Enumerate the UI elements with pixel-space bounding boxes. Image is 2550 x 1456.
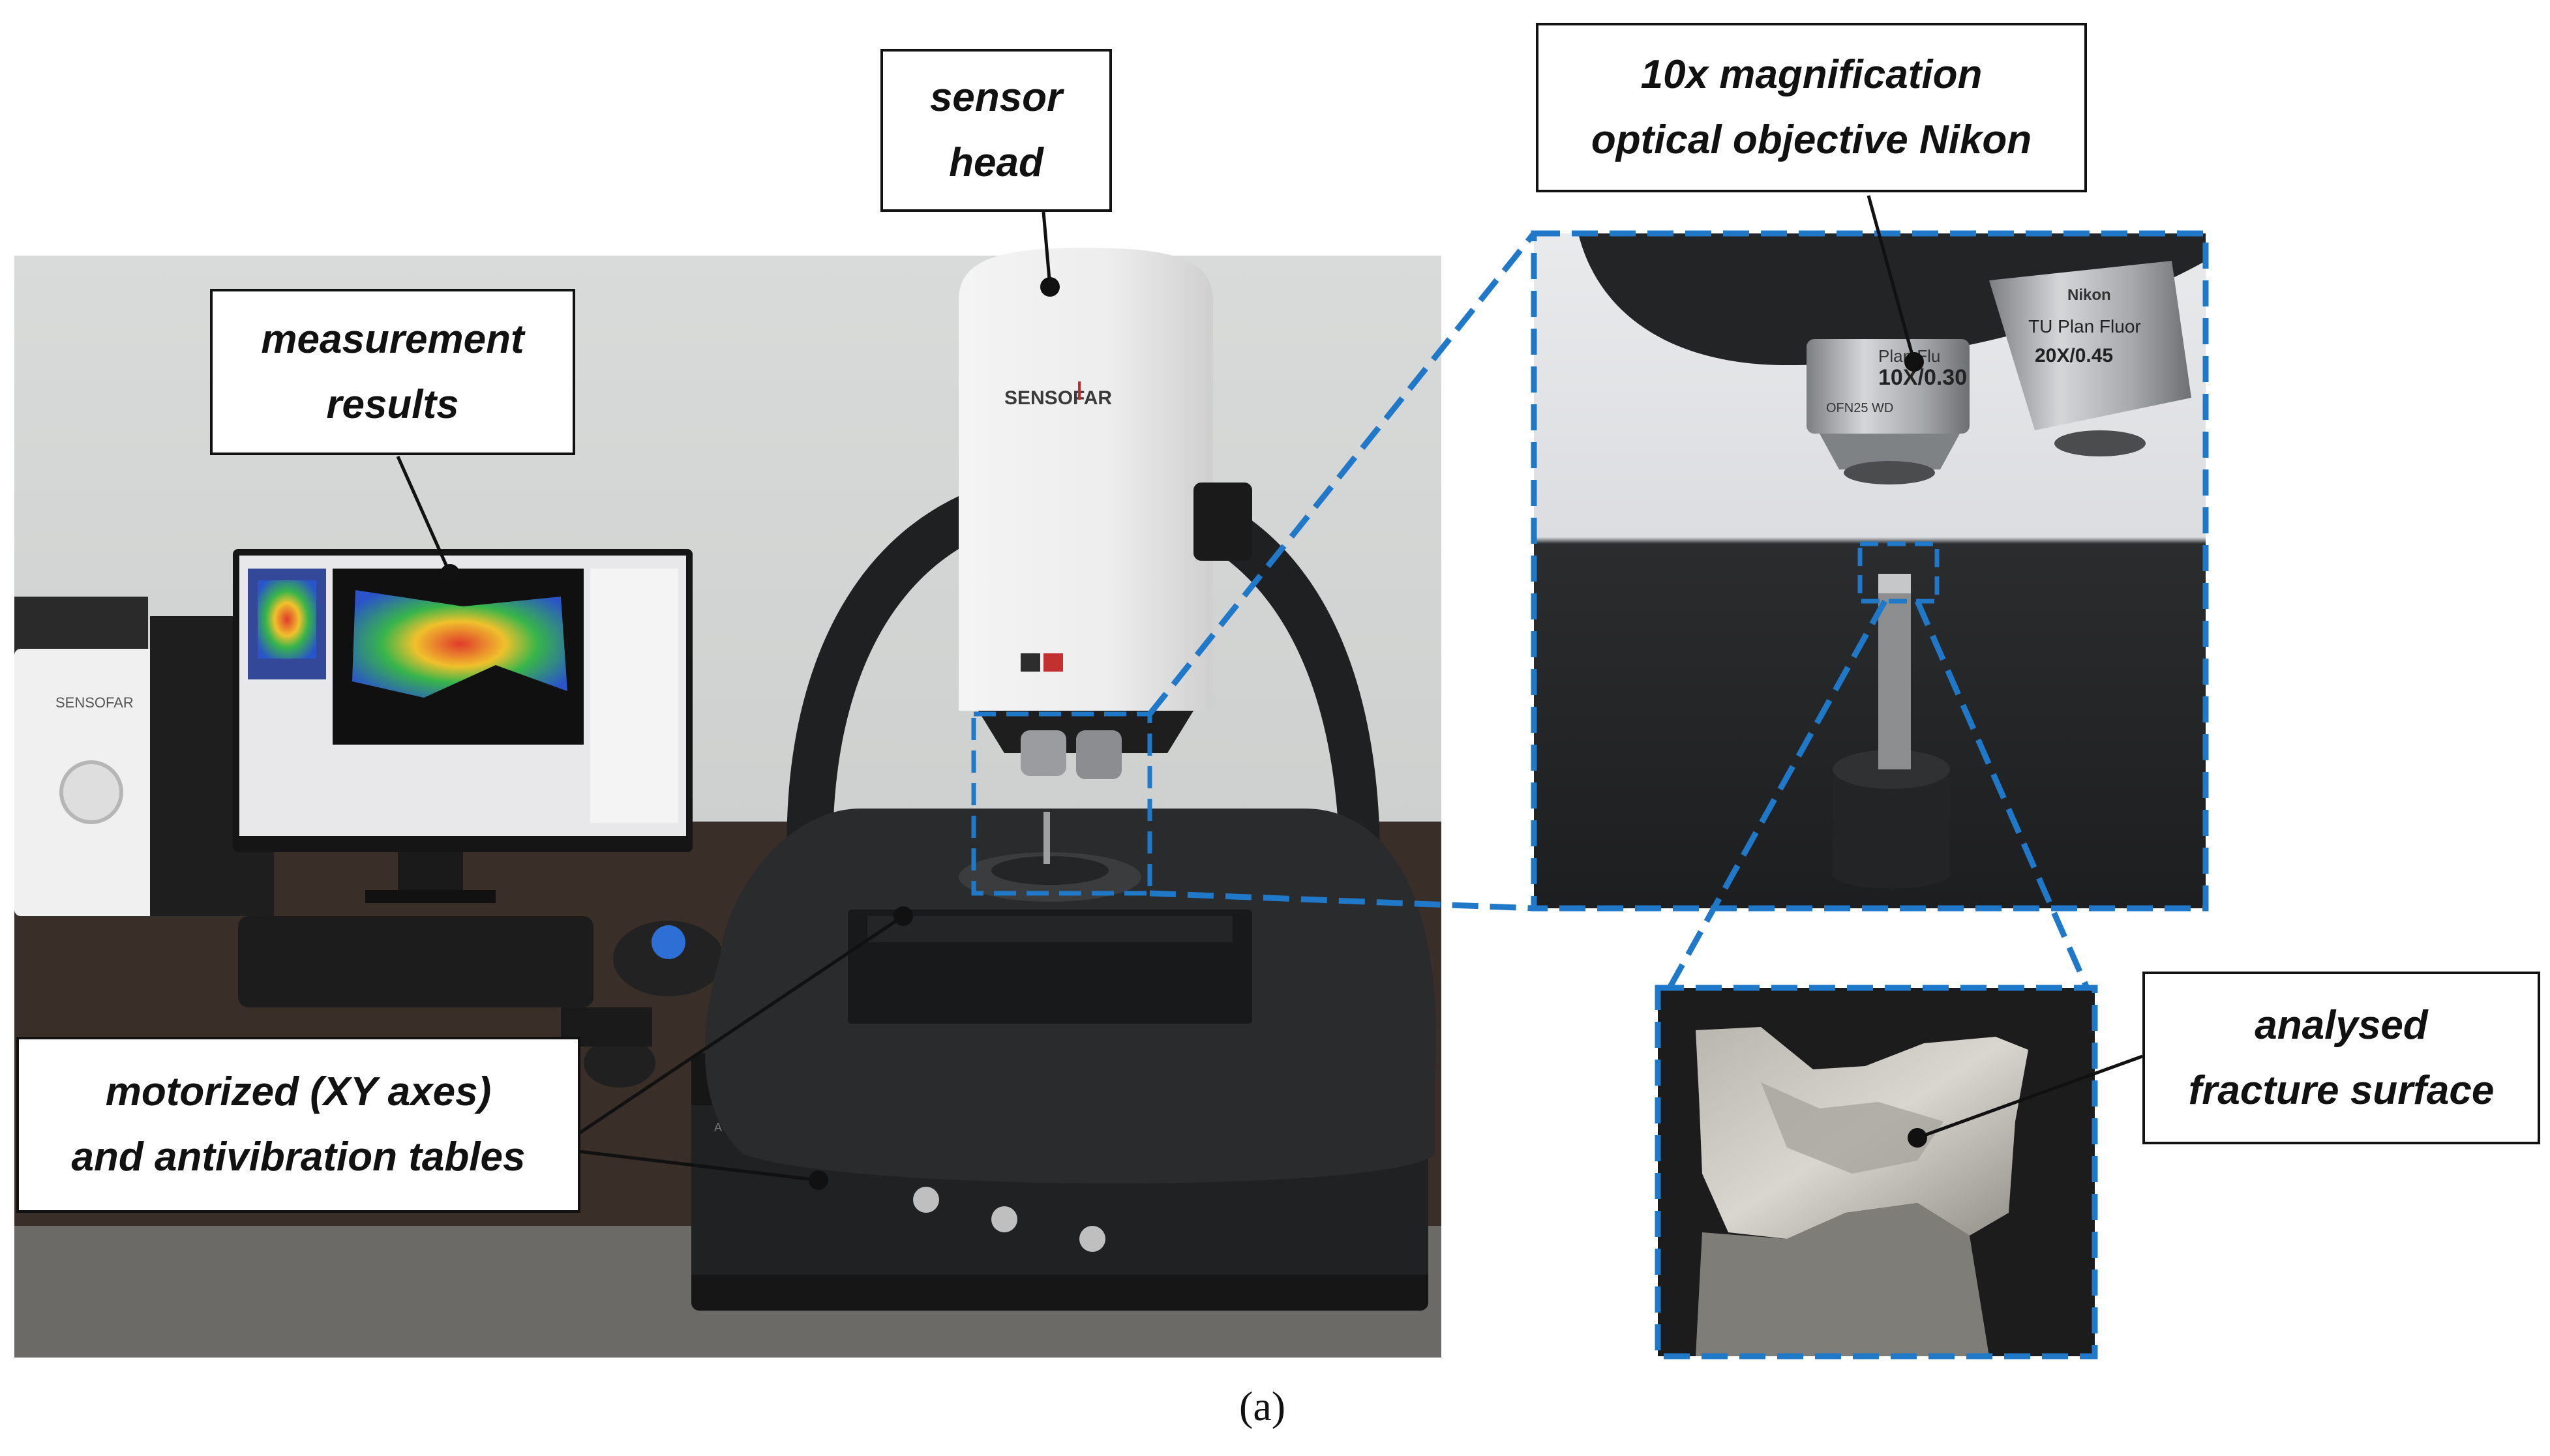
controller-brand: SENSOFAR	[55, 694, 134, 711]
objective-callout: 10x magnification optical objective Niko…	[1536, 23, 2087, 192]
objective-label-line2: optical objective Nikon	[1591, 117, 2032, 162]
fracture-surface-label-line1: analysed	[2255, 1002, 2428, 1048]
measurement-results-label-line2: results	[326, 381, 459, 427]
objective-20x-brand: Nikon	[2067, 286, 2111, 304]
zoom-source-frame	[971, 711, 1152, 896]
leader-dots	[440, 277, 1927, 1190]
keyboard	[238, 916, 593, 1007]
objective-20x-text1: TU Plan Fluor	[2028, 316, 2141, 336]
zoom-connectors	[1147, 231, 2090, 990]
objective-10x-text3: OFN25 WD	[1826, 401, 1893, 415]
zoom-inner-source-frame	[1857, 541, 1940, 604]
objective-10x-text2: 10X/0.30	[1878, 365, 1967, 390]
zoom-inset: Plan Flu 10X/0.30 OFN25 WD Nikon TU Plan…	[1531, 230, 2209, 912]
figure-caption: (a)	[1239, 1383, 1286, 1429]
tables-label-line2: and antivibration tables	[71, 1135, 526, 1180]
measurement-3d-surface	[352, 590, 567, 698]
sensor-head-brand: SENSOFAR	[1004, 387, 1112, 409]
zoom-inset-frame	[1531, 230, 2209, 912]
objective-10x: Plan Flu 10X/0.30 OFN25 WD	[1807, 339, 1970, 484]
fracture-surface-callout: analysed fracture surface	[2142, 972, 2540, 1144]
tables-label-line1: motorized (XY axes)	[105, 1069, 492, 1114]
motorized-xy-stage	[848, 852, 1252, 1024]
sensor-head-label-line2: head	[949, 140, 1043, 185]
sensor-head: SENSOFAR	[959, 248, 1252, 864]
measurement-results-callout: measurement results	[210, 289, 575, 455]
controller-box: SENSOFAR	[14, 597, 274, 916]
fracture-surface-label-line2: fracture surface	[2188, 1067, 2495, 1113]
tables-callout: motorized (XY axes) and antivibration ta…	[16, 1037, 580, 1213]
sensor-head-callout: sensor head	[880, 49, 1112, 212]
measurement-results-label-line1: measurement	[261, 316, 524, 362]
objective-label-line1: 10x magnification	[1640, 52, 1983, 97]
objective-20x-text2: 20X/0.45	[2035, 345, 2113, 366]
fracture-inset-frame	[1655, 985, 2098, 1359]
monitor	[233, 549, 693, 903]
sensor-head-label-line1: sensor	[929, 75, 1063, 120]
computer-mouse	[584, 1038, 655, 1088]
main-photo: SENSOFAR	[14, 248, 1441, 1358]
fracture-inset	[1655, 985, 2098, 1359]
leader-lines	[396, 195, 2143, 1182]
objective-20x: Nikon TU Plan Fluor 20X/0.45	[1989, 261, 2191, 456]
